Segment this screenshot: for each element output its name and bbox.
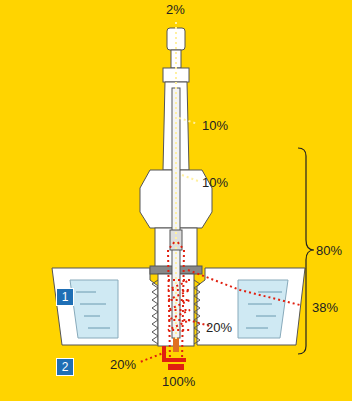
callout-number: 1 xyxy=(56,288,74,306)
electrode-tip xyxy=(164,338,186,370)
percent-label: 80% xyxy=(316,243,342,258)
callout-text: 2 xyxy=(62,360,69,374)
heat-flow-dots xyxy=(140,22,300,362)
percent-label: 20% xyxy=(206,320,232,335)
callout-text: 1 xyxy=(62,290,69,304)
percent-label: 2% xyxy=(166,2,185,17)
callout-number: 2 xyxy=(56,358,74,376)
percent-label: 20% xyxy=(110,357,136,372)
bracket xyxy=(298,148,314,354)
percent-label: 38% xyxy=(312,300,338,315)
percent-label: 10% xyxy=(202,118,228,133)
percent-label: 100% xyxy=(162,374,195,389)
percent-label: 10% xyxy=(202,175,228,190)
